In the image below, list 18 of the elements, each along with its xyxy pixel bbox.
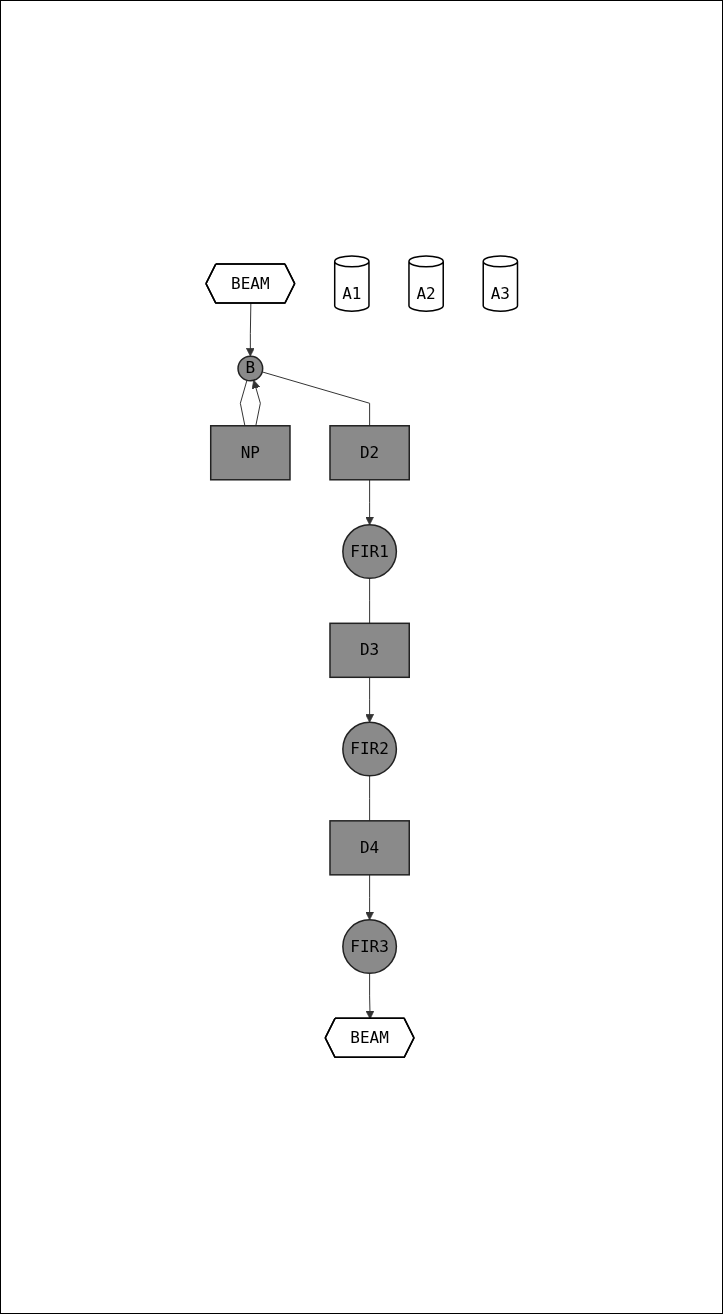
connector [368,775,370,822]
node-circle: FIR3 [341,919,397,975]
arrow [251,380,261,427]
node-circle: B [237,355,264,382]
node-box: D4 [329,820,410,876]
node-box: NP [209,425,291,481]
connector [261,371,370,427]
arrow [245,303,255,357]
connector [239,380,248,427]
connector [368,578,370,625]
arrow [364,874,374,921]
arrow [364,677,374,723]
node-box: D2 [329,425,410,481]
node-circle: FIR1 [341,524,397,580]
arrow [364,479,374,526]
arrow [365,973,375,1020]
node-box: D3 [329,622,410,679]
node-circle: FIR2 [341,721,397,777]
